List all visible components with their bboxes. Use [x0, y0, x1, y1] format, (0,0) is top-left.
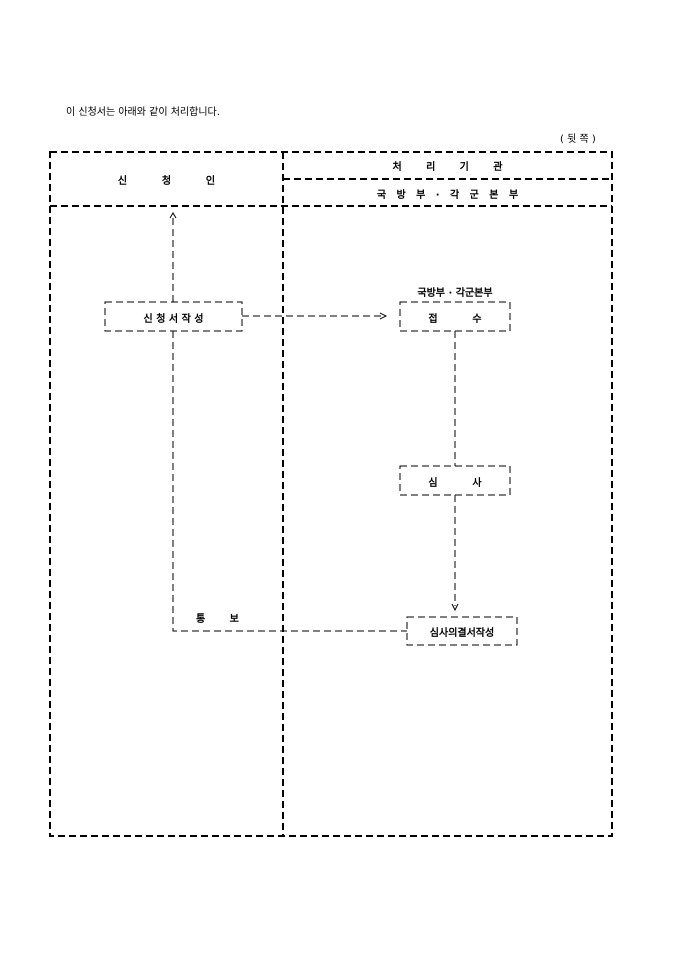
- step-resolution: 심사의결서작성: [429, 628, 495, 639]
- line-notify: [172, 331, 407, 632]
- header-applicant: 신 청 인: [117, 176, 216, 187]
- header-agency-name: 국 방 부 · 각 군 본 부: [376, 190, 519, 201]
- step-write-application: 신 청 서 작 성: [143, 314, 204, 325]
- step-review: 심 사: [428, 478, 482, 489]
- intro-text: 이 신청서는 아래와 같이 처리합니다.: [66, 107, 220, 118]
- box-resolution: [406, 616, 518, 646]
- notify-label: 통 보: [196, 614, 239, 625]
- step-receipt: 접 수: [428, 314, 482, 325]
- arrow-up-icon: [169, 212, 177, 219]
- page-side-label: ( 뒷 쪽 ): [560, 134, 596, 145]
- arrow-right-icon: [379, 312, 388, 320]
- arrow-down-icon: [451, 603, 459, 612]
- agency-label: 국방부 · 각군본부: [417, 288, 493, 299]
- header-processing-agency: 처 리 기 관: [392, 162, 503, 173]
- outer-table-border: [49, 151, 613, 837]
